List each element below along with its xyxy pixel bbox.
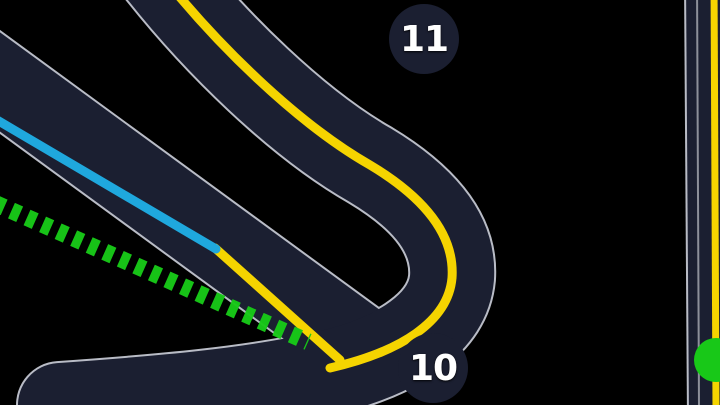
turn-marker-11[interactable]: 11 xyxy=(389,4,459,74)
turn-marker-10[interactable]: 10 xyxy=(398,333,468,403)
racing-line-yellow-straight xyxy=(210,243,345,365)
drs-band-dashes xyxy=(0,195,312,350)
pit-lane-divider xyxy=(696,0,700,405)
turn-marker-11-label: 11 xyxy=(399,18,449,60)
racing-line-cyan xyxy=(0,116,221,254)
drs-detection-band xyxy=(0,195,312,350)
turn-marker-10-label: 10 xyxy=(408,347,458,389)
racing-line-yellow-hairpin xyxy=(176,0,457,373)
car-position-marker[interactable] xyxy=(694,338,720,382)
